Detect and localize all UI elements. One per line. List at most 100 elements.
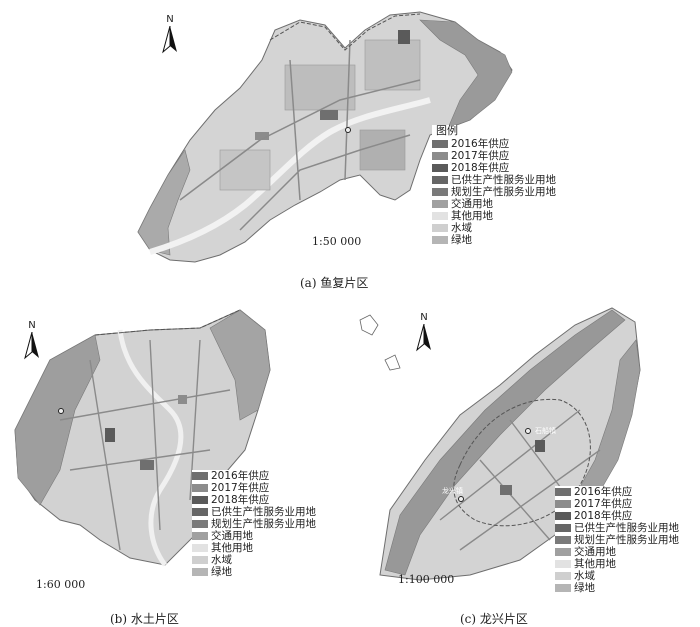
legend-item: 其他用地 [555,558,700,570]
hill-terrain-southwest [137,149,191,256]
place-marker [525,428,531,434]
map-panel-longxing: N 石船镇 龙兴镇 2016年供应 2017年供应 2018年供应 已供生产性服… [350,300,700,626]
north-letter: N [420,312,428,323]
legend-swatch [555,488,571,496]
legend-item: 2017年供应 [432,150,582,162]
legend-item: 水域 [555,570,700,582]
legend-swatch [432,224,448,232]
place-marker [58,408,64,414]
hill-terrain-east [419,19,513,129]
map-panel-shuitu: N 2016年供应 2017年供应 2018年供应 已供生产性服务业用地 规划生… [0,300,350,626]
supply-parcel [320,110,338,120]
caption-longxing: (c) 龙兴片区 [460,612,528,626]
legend-swatch [555,548,571,556]
supply-parcel [500,485,512,495]
legend-item: 水域 [432,222,582,234]
legend-item: 交通用地 [555,546,700,558]
legend-item: 已供生产性服务业用地 [432,174,582,186]
legend-item: 其他用地 [192,542,342,554]
hill-terrain-east [209,309,271,421]
river-yufu [149,97,431,255]
legend-swatch [192,544,208,552]
place-label-longxing: 龙兴镇 [442,487,463,495]
legend-item: 规划生产性服务业用地 [555,534,700,546]
supply-parcel [398,30,410,44]
supply-parcel [255,132,269,140]
legend-item: 绿地 [432,234,582,246]
legend-swatch [432,200,448,208]
legend-swatch [192,556,208,564]
legend-item: 已供生产性服务业用地 [192,506,342,518]
legend-swatch [432,212,448,220]
scale-yufu: 1:50 000 [312,235,362,248]
place-marker [458,496,464,502]
legend-swatch [192,496,208,504]
legend-longxing: 2016年供应 2017年供应 2018年供应 已供生产性服务业用地 规划生产性… [555,486,700,594]
north-arrow-longxing: N [414,312,434,352]
legend-yufu: 图例 2016年供应 2017年供应 2018年供应 已供生产性服务业用地 规划… [432,125,582,246]
ridge-terrain [384,309,626,576]
legend-item: 水域 [192,554,342,566]
legend-swatch [192,532,208,540]
legend-item: 2016年供应 [192,470,342,482]
north-arrow-icon [416,324,431,352]
district-boundary-yufu [269,13,421,51]
legend-swatch [555,512,571,520]
legend-swatch [555,524,571,532]
legend-item: 2017年供应 [555,498,700,510]
legend-item: 2016年供应 [555,486,700,498]
legend-item: 绿地 [555,582,700,594]
supply-parcel [178,395,187,404]
legend-swatch [555,560,571,568]
legend-swatch [192,568,208,576]
road-network [179,39,421,231]
legend-swatch [555,572,571,580]
legend-item: 规划生产性服务业用地 [432,186,582,198]
district-boundary-longxing [453,398,591,527]
supply-parcel [535,440,545,452]
legend-swatch [555,584,571,592]
legend-item: 规划生产性服务业用地 [192,518,342,530]
north-arrow-icon [162,26,177,54]
urban-block [219,149,271,191]
supply-parcel [140,460,154,470]
legend-item: 绿地 [192,566,342,578]
legend-swatch [192,484,208,492]
scale-shuitu: 1:60 000 [36,578,86,591]
north-arrow-yufu: N [160,14,180,54]
legend-swatch [432,236,448,244]
place-marker [345,127,351,133]
legend-swatch [432,188,448,196]
legend-swatch [432,176,448,184]
hill-terrain-west [14,334,101,506]
legend-title: 图例 [436,124,458,137]
north-arrow-shuitu: N [22,320,42,360]
caption-yufu: (a) 鱼复片区 [300,276,369,290]
legend-item: 2018年供应 [555,510,700,522]
river-shuitu [117,329,184,567]
legend-item: 其他用地 [432,210,582,222]
legend-item: 交通用地 [432,198,582,210]
supply-parcel [105,428,115,442]
legend-swatch [432,140,448,148]
legend-swatch [555,500,571,508]
legend-item: 已供生产性服务业用地 [555,522,700,534]
legend-item: 2016年供应 [432,138,582,150]
scale-longxing: 1:100 000 [398,573,455,586]
north-arrow-icon [24,332,39,360]
legend-swatch [192,508,208,516]
map-panel-yufu: N 图例 2016年供应 2017年供应 2018年供应 已供生产性服务业用地 … [0,0,700,300]
coastline-fragment [359,314,401,371]
legend-item: 2018年供应 [192,494,342,506]
legend-item: 交通用地 [192,530,342,542]
map-yufu [137,11,513,263]
legend-shuitu: 2016年供应 2017年供应 2018年供应 已供生产性服务业用地 规划生产性… [192,470,342,578]
north-letter: N [166,14,174,25]
legend-swatch [555,536,571,544]
road-network [439,409,601,551]
caption-shuitu: (b) 水土片区 [110,612,179,626]
legend-swatch [192,472,208,480]
legend-swatch [432,164,448,172]
place-label-shichuan: 石船镇 [535,427,556,435]
legend-item: 2018年供应 [432,162,582,174]
